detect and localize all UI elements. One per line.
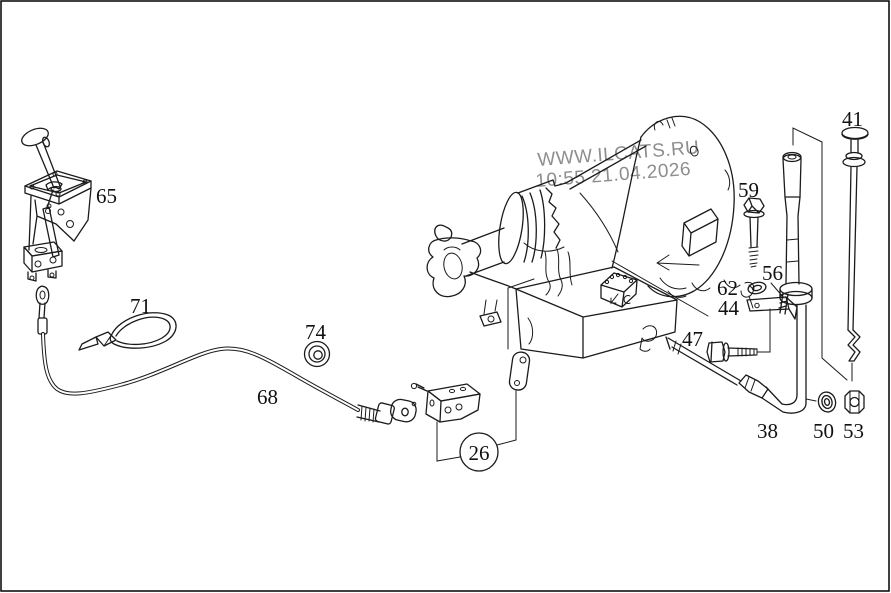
transmission-drawing xyxy=(426,115,755,359)
bracket-drawing xyxy=(410,382,481,423)
part-label-71[interactable]: 71 xyxy=(130,294,151,318)
bolt-59-drawing xyxy=(743,197,765,268)
part-label-59[interactable]: 59 xyxy=(738,178,759,202)
leader-lines xyxy=(436,127,853,462)
shift-assembly-drawing xyxy=(21,127,92,282)
cable-drawing xyxy=(35,285,417,425)
part-label-68[interactable]: 68 xyxy=(257,385,278,409)
part-label-65[interactable]: 65 xyxy=(96,184,117,208)
part-label-41[interactable]: 41 xyxy=(842,107,863,131)
washer-50-drawing xyxy=(817,391,837,413)
washer-62-drawing xyxy=(747,281,767,295)
dipstick-drawing xyxy=(841,126,869,362)
bracket-44-drawing xyxy=(746,296,798,320)
part-label-26[interactable]: 26 xyxy=(469,441,490,465)
ref-circle-26[interactable]: 26 xyxy=(459,432,499,472)
part-label-47[interactable]: 47 xyxy=(682,327,703,351)
part-label-44[interactable]: 44 xyxy=(718,296,740,320)
grommet-drawing xyxy=(303,340,331,368)
bolt-47-drawing xyxy=(706,341,758,363)
part-label-74[interactable]: 74 xyxy=(305,320,327,344)
part-label-53[interactable]: 53 xyxy=(843,419,864,443)
part-labels: 65 71 74 68 59 62 56 44 47 38 50 53 41 xyxy=(96,107,864,443)
part-label-56[interactable]: 56 xyxy=(762,261,783,285)
filler-pipe-drawing xyxy=(665,151,813,414)
part-label-50[interactable]: 50 xyxy=(813,419,834,443)
selector-lever-drawing xyxy=(508,351,531,391)
part-label-62[interactable]: 62 xyxy=(717,276,738,300)
cable-tie-drawing xyxy=(78,312,177,351)
filler-tube-clamp-drawing xyxy=(778,281,813,315)
part-label-38[interactable]: 38 xyxy=(757,419,778,443)
nut-53-drawing xyxy=(844,390,865,414)
